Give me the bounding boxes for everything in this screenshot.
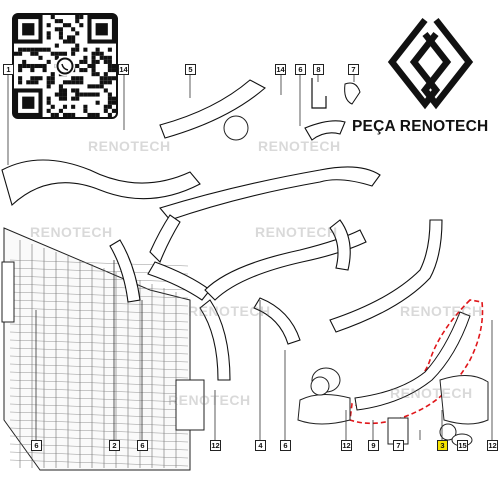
watermark: RENOTECH xyxy=(30,224,113,240)
callout-label: 9 xyxy=(368,440,379,451)
callout-label-highlighted: 3 xyxy=(437,440,448,451)
bracket-8 xyxy=(311,78,327,109)
callout-label: 7 xyxy=(393,440,404,451)
whatsapp-icon xyxy=(56,57,74,75)
watermark: RENOTECH xyxy=(168,392,251,408)
hoses xyxy=(1,79,443,381)
whatsapp-qr-code xyxy=(12,13,118,119)
callout-label: 8 xyxy=(313,64,324,75)
callout-label: 12 xyxy=(341,440,352,451)
watermark: RENOTECH xyxy=(390,385,473,401)
watermark: RENOTECH xyxy=(88,138,171,154)
callout-label: 4 xyxy=(255,440,266,451)
callout-label: 14 xyxy=(275,64,286,75)
callout-label: 6 xyxy=(31,440,42,451)
callout-label: 15 xyxy=(457,440,468,451)
watermark: RENOTECH xyxy=(400,303,483,319)
watermark: RENOTECH xyxy=(255,224,338,240)
watermark: RENOTECH xyxy=(188,303,271,319)
brand-name: PEÇA RENOTECH xyxy=(352,118,489,135)
watermark: RENOTECH xyxy=(258,138,341,154)
callout-label: 6 xyxy=(137,440,148,451)
callout-label: 7 xyxy=(348,64,359,75)
renault-diamond-logo xyxy=(387,17,474,110)
callout-label: 5 xyxy=(185,64,196,75)
clamp-7 xyxy=(344,82,361,105)
radiator xyxy=(1,227,205,471)
callout-label: 12 xyxy=(210,440,221,451)
callout-label: 12 xyxy=(487,440,498,451)
callout-label: 14 xyxy=(118,64,129,75)
callout-label: 2 xyxy=(109,440,120,451)
callout-label: 6 xyxy=(280,440,291,451)
callout-label: 1 xyxy=(3,64,14,75)
callout-label: 6 xyxy=(295,64,306,75)
